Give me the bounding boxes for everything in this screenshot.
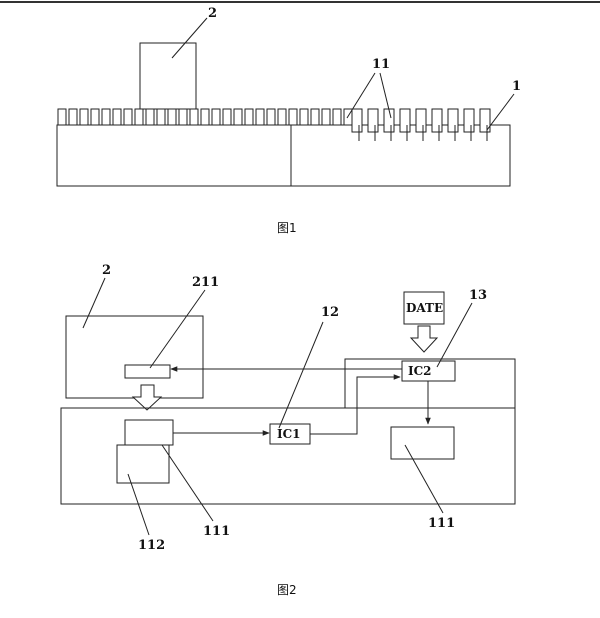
slot-tooth — [266, 108, 276, 126]
arrow-ic1-to-ic2 — [310, 374, 401, 435]
figure2-caption: 图2 — [277, 583, 297, 597]
main-block-extension — [344, 358, 516, 408]
component-111-right — [390, 426, 455, 460]
slots-leader-a — [346, 72, 376, 119]
ic1-ref-label: 12 — [321, 305, 339, 320]
conveyor-base — [56, 124, 511, 187]
slot-tooth — [211, 108, 221, 126]
slot-tooth-tall — [367, 108, 379, 133]
ic2-text: IC2 — [408, 364, 432, 378]
slot-tooth — [277, 108, 287, 126]
slot-tooth — [167, 108, 177, 126]
slot-tooth — [189, 108, 199, 126]
slot-tooth — [299, 108, 309, 126]
slot-tooth — [255, 108, 265, 126]
module-box — [139, 42, 197, 110]
slot-tooth — [79, 108, 89, 126]
slots-label: 11 — [372, 57, 390, 72]
slot-tooth — [123, 108, 133, 126]
slot-tooth — [57, 108, 67, 126]
slot-tooth-tall — [415, 108, 427, 133]
figure1-caption: 图1 — [277, 221, 297, 235]
conveyor-leader — [486, 93, 515, 131]
slot-tooth-tall — [383, 108, 395, 133]
down-arrow-block — [131, 384, 163, 411]
slot-tooth — [222, 108, 232, 126]
slot-tooth — [156, 108, 166, 126]
slot-tooth — [321, 108, 331, 126]
module-ref-leader — [82, 277, 106, 329]
slot-tooth — [310, 108, 320, 126]
figure-1: 2 11 1 图1 — [56, 6, 521, 235]
component-211-label: 211 — [192, 275, 219, 290]
component-111-right-leader — [404, 444, 444, 514]
date-down-arrow — [409, 325, 439, 353]
module-ref-label: 2 — [102, 263, 111, 278]
slot-teeth — [57, 108, 353, 126]
main-block — [60, 407, 516, 505]
component-111-left-leader — [161, 444, 214, 522]
slot-tooth — [112, 108, 122, 126]
component-112 — [116, 444, 170, 484]
slot-tooth — [134, 108, 144, 126]
slot-tooth — [288, 108, 298, 126]
slot-tooth — [145, 108, 155, 126]
slot-tooth — [332, 108, 342, 126]
slot-tooth — [244, 108, 254, 126]
slots-leader-b — [379, 72, 392, 119]
module-leader — [171, 17, 208, 59]
ic2-ref-leader — [436, 302, 473, 368]
slot-tooth — [101, 108, 111, 126]
component-111-top — [124, 419, 174, 446]
component-111-left-label: 111 — [203, 524, 230, 539]
slot-tooth-tall — [351, 108, 363, 133]
module-label: 2 — [208, 6, 217, 21]
slot-tooth — [200, 108, 210, 126]
component-211 — [124, 364, 171, 379]
date-text: DATE — [406, 301, 443, 315]
slot-tooth — [90, 108, 100, 126]
ic2-ref-label: 13 — [469, 288, 487, 303]
slot-tooth — [233, 108, 243, 126]
slot-pins — [351, 108, 491, 141]
ic1-text: IC1 — [277, 427, 301, 441]
slot-tooth-tall — [479, 108, 491, 133]
slot-tooth — [178, 108, 188, 126]
conveyor-label: 1 — [512, 79, 521, 94]
ic1-ref-leader — [278, 321, 324, 429]
component-211-leader — [149, 289, 206, 369]
slot-tooth-tall — [447, 108, 459, 133]
figure-2: 2 211 IC1 12 IC2 13 DATE — [60, 263, 516, 597]
component-112-label: 112 — [138, 538, 165, 553]
component-112-leader — [127, 473, 150, 536]
date-box — [403, 291, 445, 325]
slot-tooth-tall — [399, 108, 411, 133]
slot-tooth-tall — [431, 108, 443, 133]
component-111-right-label: 111 — [428, 516, 455, 531]
slot-tooth-tall — [463, 108, 475, 133]
module-block — [65, 315, 204, 399]
slot-tooth — [68, 108, 78, 126]
